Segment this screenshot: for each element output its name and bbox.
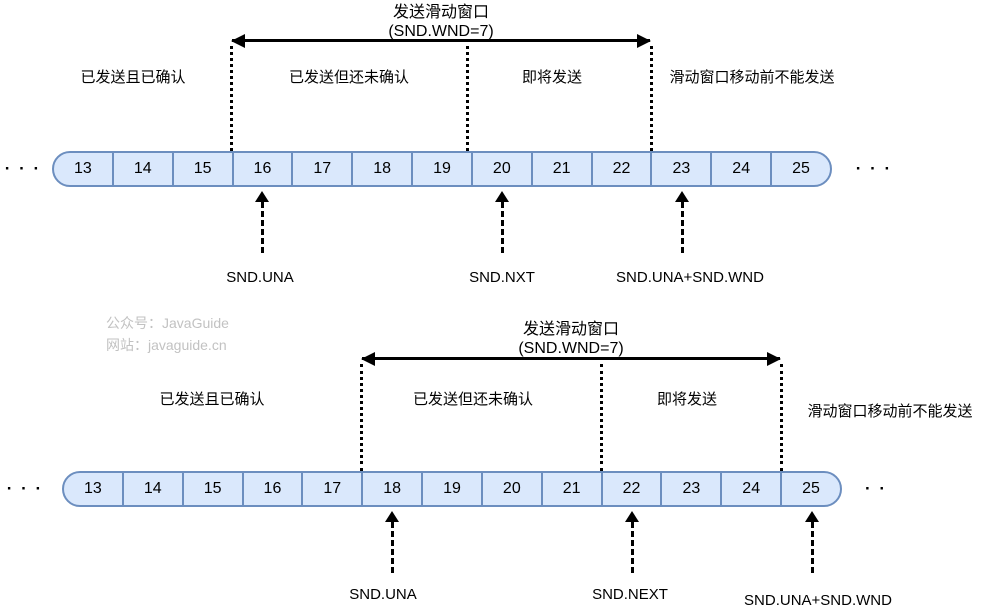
watermark-account: 公众号：JavaGuide bbox=[106, 315, 229, 331]
window-title-top-line2: (SND.WND=7) bbox=[388, 23, 494, 40]
arrow-head-icon bbox=[625, 511, 639, 522]
watermark: 公众号：JavaGuide 网站：javaguide.cn bbox=[106, 312, 229, 356]
snd-nxt-label-top: SND.NXT bbox=[469, 269, 535, 286]
seq-cell: 14 bbox=[124, 473, 184, 505]
seq-cell: 25 bbox=[802, 480, 820, 497]
snd-wnd-end-pointer-arrow-top bbox=[674, 191, 690, 253]
sequence-pill-top: 13 14 15 16 17 18 19 20 21 22 23 24 25 bbox=[52, 151, 832, 187]
window-title-bottom: 发送滑动窗口 (SND.WND=7) bbox=[518, 320, 623, 358]
snd-una-pointer-arrow-top bbox=[254, 191, 270, 253]
zone-label-cannot-send-bottom: 滑动窗口移动前不能发送 bbox=[807, 403, 973, 420]
seq-cell: 16 bbox=[234, 153, 294, 185]
seq-cell: 19 bbox=[413, 153, 473, 185]
seq-cell: 17 bbox=[293, 153, 354, 185]
arrow-head-icon bbox=[675, 191, 689, 202]
seq-cell: 13 bbox=[54, 153, 114, 185]
arrow-dashed-line bbox=[260, 202, 264, 253]
window-title-top-line1: 发送滑动窗口 bbox=[392, 4, 489, 21]
arrow-dashed-line bbox=[810, 522, 814, 573]
zone-label-sent-acked-bottom: 已发送且已确认 bbox=[159, 391, 265, 408]
seq-cell: 15 bbox=[174, 153, 234, 185]
arrow-dashed-line bbox=[630, 522, 634, 573]
seq-cell: 20 bbox=[473, 153, 533, 185]
snd-wnd-end-pointer-arrow-bottom bbox=[804, 511, 820, 573]
arrow-dashed-line bbox=[500, 202, 504, 253]
seq-cell: 21 bbox=[533, 153, 593, 185]
window-span-arrow-top bbox=[231, 33, 651, 48]
window-title-bottom-line1: 发送滑动窗口 bbox=[522, 321, 619, 338]
window-left-boundary-line-bottom bbox=[360, 364, 363, 471]
snd-wnd-end-label-bottom: SND.UNA+SND.WND bbox=[744, 592, 892, 609]
snd-next-label-bottom: SND.NEXT bbox=[592, 586, 668, 603]
zone-label-to-send-bottom: 即将发送 bbox=[656, 391, 718, 408]
window-title-bottom-line2: (SND.WND=7) bbox=[518, 340, 624, 357]
sequence-pill-bottom: 13 14 15 16 17 18 19 20 21 22 23 24 25 bbox=[62, 471, 842, 507]
seq-cell: 14 bbox=[114, 153, 174, 185]
zone-label-to-send-top: 即将发送 bbox=[521, 69, 583, 86]
zone-label-sent-unacked-bottom: 已发送但还未确认 bbox=[412, 391, 534, 408]
seq-cell: 18 bbox=[353, 153, 414, 185]
window-span-arrow-bottom bbox=[361, 351, 781, 366]
window-right-boundary-line-top bbox=[650, 46, 653, 151]
snd-una-label-bottom: SND.UNA bbox=[349, 586, 417, 603]
seq-cell: 17 bbox=[303, 473, 364, 505]
window-left-boundary-line-top bbox=[230, 46, 233, 151]
watermark-website: 网站：javaguide.cn bbox=[106, 337, 227, 353]
window-right-boundary-line-bottom bbox=[780, 364, 783, 471]
seq-cell: 16 bbox=[244, 473, 304, 505]
arrow-head-icon bbox=[385, 511, 399, 522]
snd-nxt-pointer-arrow-top bbox=[494, 191, 510, 253]
ellipsis-right-bottom: · · bbox=[864, 479, 888, 498]
seq-cell: 23 bbox=[662, 473, 723, 505]
seq-cell: 24 bbox=[722, 473, 783, 505]
seq-cell: 25 bbox=[792, 160, 810, 177]
seq-cell: 20 bbox=[483, 473, 543, 505]
seq-cell: 19 bbox=[423, 473, 483, 505]
seq-cell: 21 bbox=[543, 473, 603, 505]
seq-cell: 24 bbox=[712, 153, 773, 185]
zone-label-cannot-send-top: 滑动窗口移动前不能发送 bbox=[669, 69, 835, 86]
seq-cell: 13 bbox=[64, 473, 124, 505]
window-title-top: 发送滑动窗口 (SND.WND=7) bbox=[388, 3, 493, 41]
seq-cell: 22 bbox=[593, 153, 653, 185]
seq-cell: 15 bbox=[184, 473, 244, 505]
ellipsis-left-bottom: · · · bbox=[6, 479, 44, 498]
snd-una-label-top: SND.UNA bbox=[226, 269, 294, 286]
snd-wnd-end-label-top: SND.UNA+SND.WND bbox=[616, 269, 764, 286]
next-boundary-line-top bbox=[466, 46, 469, 151]
next-boundary-line-bottom bbox=[600, 364, 603, 471]
arrow-head-icon bbox=[495, 191, 509, 202]
ellipsis-right-top: · · · bbox=[855, 159, 893, 178]
zone-label-sent-acked-top: 已发送且已确认 bbox=[80, 69, 186, 86]
snd-next-pointer-arrow-bottom bbox=[624, 511, 640, 573]
seq-cell: 22 bbox=[603, 473, 663, 505]
zone-label-sent-unacked-top: 已发送但还未确认 bbox=[288, 69, 410, 86]
ellipsis-left-top: · · · bbox=[4, 159, 42, 178]
snd-una-pointer-arrow-bottom bbox=[384, 511, 400, 573]
arrow-head-icon bbox=[255, 191, 269, 202]
arrow-head-icon bbox=[805, 511, 819, 522]
seq-cell: 18 bbox=[363, 473, 424, 505]
arrow-dashed-line bbox=[390, 522, 394, 573]
arrow-dashed-line bbox=[680, 202, 684, 253]
seq-cell: 23 bbox=[652, 153, 713, 185]
